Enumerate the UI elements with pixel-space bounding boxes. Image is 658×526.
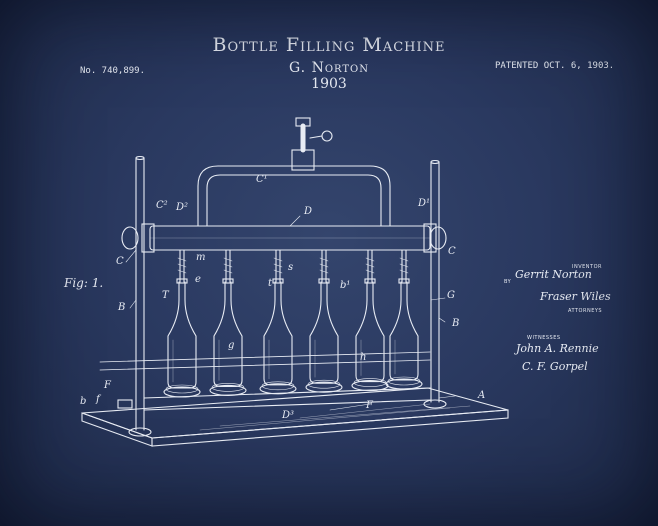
label-c-left: C: [116, 256, 124, 267]
label-b-left: B: [118, 302, 126, 313]
label-d1: D¹: [418, 198, 431, 209]
witness-1-signature: John A. Rennie: [516, 342, 599, 355]
label-c1: C¹: [256, 174, 268, 185]
label-g-small: g: [228, 340, 235, 351]
bottle-row: [163, 249, 423, 398]
label-e: e: [195, 274, 201, 285]
label-f: f: [96, 394, 100, 405]
patented-date: PATENTED OCT. 6, 1903.: [495, 61, 615, 71]
base-board: [81, 387, 509, 447]
supply-pipe: [197, 117, 391, 227]
label-s: s: [288, 262, 294, 273]
bottle: [385, 249, 423, 390]
bottle: [163, 249, 201, 398]
label-b-right: B: [452, 318, 460, 329]
inventor-signature: Gerrit Norton: [515, 268, 592, 281]
label-c-right: C: [448, 246, 456, 257]
left-upright-rod: [128, 155, 152, 437]
leader-lines: [125, 215, 456, 411]
attorneys-caption: ATTORNEYS: [568, 308, 603, 314]
witness-2-signature: C. F. Gorpel: [522, 360, 588, 373]
label-f-base: F: [366, 400, 373, 411]
header-tube: [121, 223, 447, 253]
bottle: [305, 249, 343, 393]
fig-label: Fig: 1.: [64, 276, 104, 290]
label-d: D: [304, 206, 313, 217]
label-h: h: [360, 352, 367, 363]
label-t-upper: T: [162, 290, 169, 301]
inventor-name: G. Norton: [288, 60, 369, 76]
label-g: G: [447, 290, 455, 301]
label-d3: D³: [282, 410, 295, 421]
by-caption: BY: [504, 279, 512, 285]
bottle: [259, 249, 297, 395]
inventor-caption: INVENTOR: [572, 264, 602, 270]
lower-frame: [99, 351, 431, 411]
label-b-small: b: [80, 396, 87, 407]
patent-year: 1903: [311, 76, 347, 92]
patent-number: No. 740,899.: [80, 66, 146, 76]
bottle: [209, 249, 247, 396]
label-d2: D²: [176, 202, 189, 213]
label-f-upper: F: [104, 380, 111, 391]
label-m: m: [196, 252, 206, 263]
right-upright-rod: [423, 159, 447, 409]
label-b1: b¹: [340, 280, 351, 291]
attorney-signature: Fraser Wiles: [540, 290, 611, 303]
bottle: [351, 249, 389, 392]
label-c2: C²: [156, 200, 168, 211]
patent-title: Bottle Filling Machine: [212, 34, 446, 56]
label-a: A: [478, 390, 486, 401]
witnesses-caption: WITNESSES: [527, 335, 561, 341]
label-t: t: [268, 278, 273, 289]
